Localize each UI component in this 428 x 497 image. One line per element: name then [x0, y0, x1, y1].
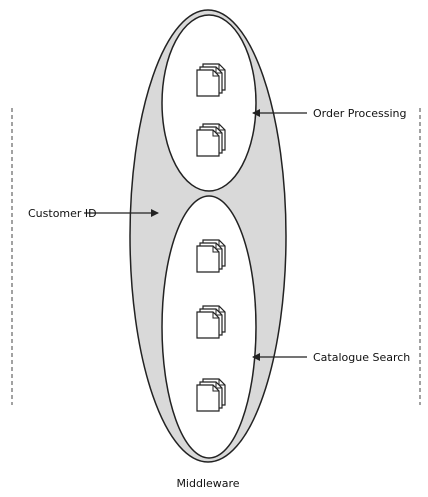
document-stack-icon — [196, 239, 226, 273]
catalogue-search-label: Catalogue Search — [313, 351, 410, 364]
document-stack-icon — [196, 305, 226, 339]
customer-id-label: Customer ID — [28, 207, 97, 220]
document-stack-icon — [196, 123, 226, 157]
order-processing-label: Order Processing — [313, 107, 407, 120]
document-stack-icon — [196, 378, 226, 412]
order-processing-documents — [196, 63, 226, 157]
document-stack-icon — [196, 63, 226, 97]
middleware-label: Middleware — [176, 477, 239, 490]
order-processing-ellipse — [161, 14, 257, 192]
catalogue-search-documents — [196, 239, 226, 412]
